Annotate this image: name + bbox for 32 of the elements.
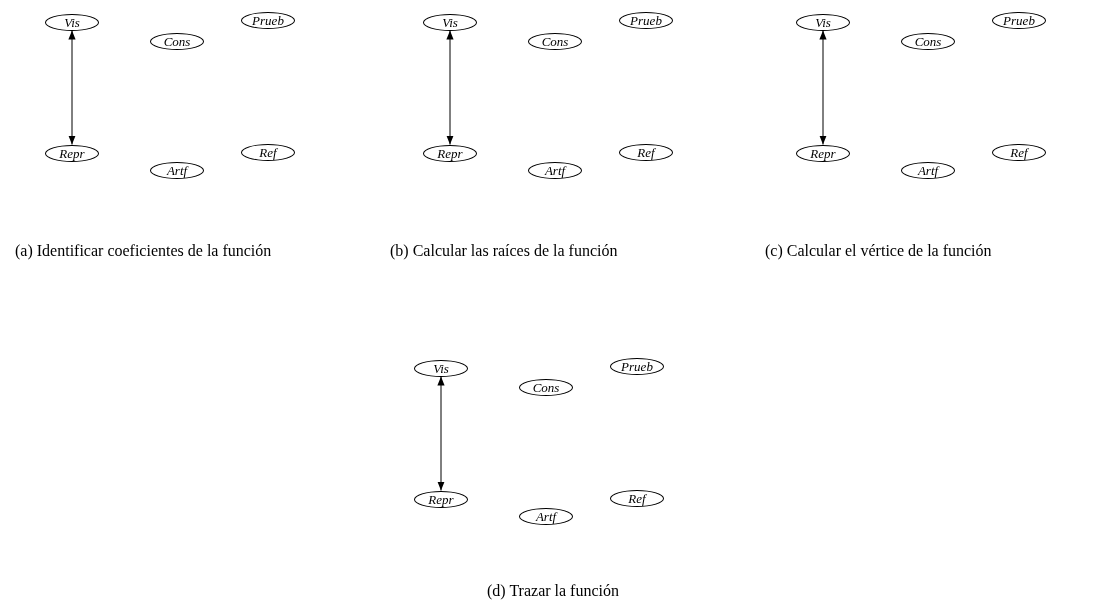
ellipse-node: Ref bbox=[241, 143, 295, 161]
ellipse-node: Vis bbox=[45, 13, 99, 31]
ellipse-node: Cons bbox=[528, 32, 582, 50]
ellipse-node: Ref bbox=[619, 143, 673, 161]
ellipse-node: Prueb bbox=[619, 11, 673, 29]
ellipse-node: Prueb bbox=[992, 11, 1046, 29]
ellipse-node: Cons bbox=[150, 32, 204, 50]
ellipse-node: Artf bbox=[528, 161, 582, 179]
ellipse-node: Ref bbox=[610, 489, 664, 507]
subfigure-caption: (b) Calcular las raíces de la función bbox=[390, 241, 619, 262]
double-arrow bbox=[437, 376, 445, 491]
ellipse-node: Prueb bbox=[610, 357, 664, 375]
subfigure-caption: (d) Trazar la función bbox=[486, 581, 620, 602]
ellipse-node: Prueb bbox=[241, 11, 295, 29]
ellipse-node: Vis bbox=[796, 13, 850, 31]
ellipse-node: Ref bbox=[992, 143, 1046, 161]
ellipse-node: Vis bbox=[414, 359, 468, 377]
subfigure-caption: (c) Calcular el vértice de la función bbox=[765, 241, 993, 262]
ellipse-node: Repr bbox=[796, 144, 850, 162]
double-arrow bbox=[819, 30, 827, 145]
ellipse-node: Artf bbox=[901, 161, 955, 179]
double-arrow bbox=[68, 30, 76, 145]
ellipse-node: Artf bbox=[150, 161, 204, 179]
ellipse-node: Artf bbox=[519, 507, 573, 525]
ellipse-node: Repr bbox=[423, 144, 477, 162]
ellipse-node: Vis bbox=[423, 13, 477, 31]
ellipse-node: Repr bbox=[414, 490, 468, 508]
ellipse-node: Repr bbox=[45, 144, 99, 162]
ellipse-node: Cons bbox=[519, 378, 573, 396]
double-arrow bbox=[446, 30, 454, 145]
ellipse-node: Cons bbox=[901, 32, 955, 50]
subfigure-caption: (a) Identificar coeficientes de la función bbox=[15, 241, 273, 262]
